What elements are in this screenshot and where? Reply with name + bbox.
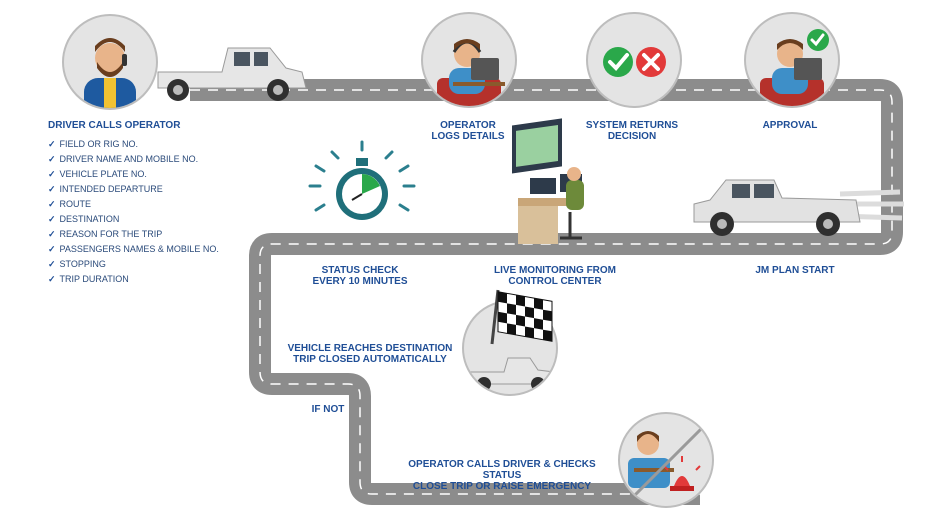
check-icon: ✓ [48,169,56,179]
list-item: ✓DRIVER NAME AND MOBILE NO. [48,154,199,164]
list-item: ✓TRIP DURATION [48,274,129,284]
pickup-truck-icon [693,179,904,236]
system-returns-label: SYSTEM RETURNS DECISION [585,120,679,142]
jm-plan-start-label: JM PLAN START [755,265,835,276]
list-item: ✓DESTINATION [48,214,120,224]
control-center-icon [512,118,584,244]
approval-label: APPROVAL [762,120,818,131]
driver-phone-icon [84,38,136,108]
check-icon: ✓ [48,229,56,239]
vehicle-reaches-label: VEHICLE REACHES DESTINATION TRIP CLOSED … [287,343,453,365]
decision-circle [586,12,682,108]
check-icon: ✓ [48,259,56,269]
check-icon: ✓ [48,274,56,284]
check-icon: ✓ [48,244,56,254]
operator-logs-label: OPERATOR LOGS DETAILS [431,120,505,142]
list-item: ✓ROUTE [48,199,92,209]
check-icon: ✓ [48,199,56,209]
approval-circle [744,12,840,108]
check-icon: ✓ [48,214,56,224]
status-check-label: STATUS CHECK EVERY 10 MINUTES [312,265,408,287]
list-item: ✓FIELD OR RIG NO. [48,139,139,149]
check-icon: ✓ [48,154,56,164]
check-cross-icon [603,47,666,77]
live-monitoring-label: LIVE MONITORING FROM CONTROL CENTER [493,265,617,287]
operator-headset-icon [437,39,505,106]
stopwatch-icon [308,140,416,220]
if-not-label: IF NOT [311,404,345,415]
list-item: ✓STOPPING [48,259,106,269]
driver-calls-title: DRIVER CALLS OPERATOR [48,120,181,131]
checkered-flag-icon [490,289,553,345]
check-icon: ✓ [48,184,56,194]
driver-calls-list: ✓FIELD OR RIG NO. ✓DRIVER NAME AND MOBIL… [48,137,219,287]
pickup-truck-icon [157,47,307,101]
emergency-circle [618,412,714,508]
operator-calls-label: OPERATOR CALLS DRIVER & CHECKS STATUS CL… [408,459,596,492]
check-icon: ✓ [48,139,56,149]
operator-circle [421,12,517,108]
list-item: ✓INTENDED DEPARTURE [48,184,163,194]
operator-headset-icon [760,29,829,106]
emergency-siren-icon [622,416,712,506]
list-item: ✓PASSENGERS NAMES & MOBILE NO. [48,244,219,254]
list-item: ✓REASON FOR THE TRIP [48,229,163,239]
driver-circle [62,14,158,110]
list-item: ✓VEHICLE PLATE NO. [48,169,147,179]
